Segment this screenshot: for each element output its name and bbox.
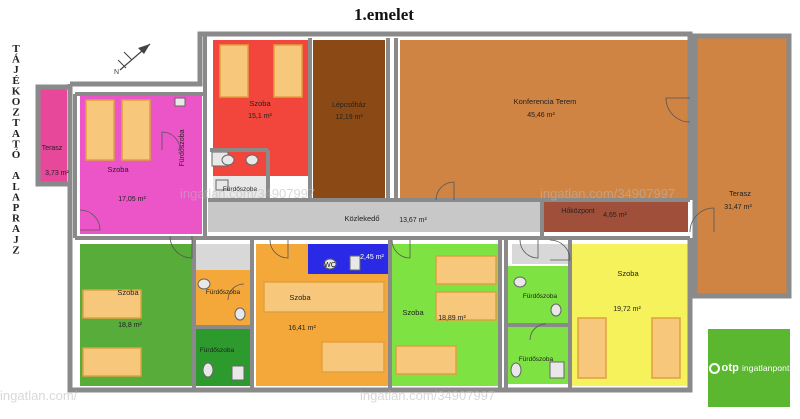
room-terasz-right: [697, 38, 787, 294]
watermark-bottom-left: ingatlan.com/: [0, 388, 78, 403]
label-szoba-lime-area: 18,89 m²: [438, 315, 466, 322]
side-label-letter: K: [12, 85, 21, 97]
label-kozlekedo-name: Közlekedő: [344, 214, 379, 223]
label-furdo-pink-name: Fürdőszoba: [179, 129, 186, 166]
plan-title: 1.emelet: [354, 5, 414, 24]
storage-area: [196, 244, 252, 270]
label-szoba-red-name: Szoba: [249, 99, 271, 108]
side-label-letter: Á: [12, 54, 20, 66]
label-szoba-orange-area: 16,41 m²: [288, 325, 316, 332]
side-label-letter: Ó: [12, 149, 21, 161]
side-label-letter: T: [12, 43, 20, 55]
side-label-letter: A: [12, 223, 20, 235]
label-furdo-red-name: Fürdőszoba: [223, 186, 258, 193]
room-konferencia: [400, 40, 688, 200]
label-szoba-orange-name: Szoba: [289, 293, 311, 302]
label-szoba-pink-area: 17,05 m²: [118, 196, 146, 203]
side-label-letter: Z: [12, 107, 19, 119]
side-label-letter: L: [12, 181, 19, 193]
label-terasz-left-area: 3,73 m²: [45, 170, 69, 177]
room-lepcsohaz: [313, 40, 385, 200]
bathroom-fixtures: [174, 97, 565, 381]
label-lepcsohaz-name: Lépcsőház: [332, 102, 366, 109]
label-terasz-right-name: Terasz: [729, 189, 751, 198]
label-szoba-green-area: 18,8 m²: [118, 322, 142, 329]
otp-logo-icon: [708, 362, 720, 374]
label-furdo-lime-name: Fürdőszoba: [523, 293, 558, 300]
logo-ingatlanpont: ingatlanpont: [741, 363, 790, 373]
side-label-letter: T: [12, 117, 20, 129]
side-label-letter: R: [12, 213, 21, 225]
label-furdo-orange-name: Fürdőszoba: [206, 289, 241, 296]
logo-otp: otp: [721, 362, 739, 374]
label-szoba-yellow-name: Szoba: [617, 269, 639, 278]
room-hokozpont: [544, 202, 688, 232]
label-hokozpont-name: Hőközpont: [561, 208, 595, 215]
svg-text:N: N: [114, 69, 119, 76]
label-terasz-left-name: Terasz: [42, 145, 63, 152]
side-label-letter: É: [12, 75, 19, 87]
furniture-beds: [82, 44, 681, 379]
compass-icon: N: [114, 43, 151, 76]
watermark-center-left: ingatlan.com/34907997: [180, 186, 315, 201]
label-furdo-lime2-name: Fürdőszoba: [519, 356, 554, 363]
label-szoba-green-name: Szoba: [117, 288, 139, 297]
side-label-letter: J: [13, 234, 19, 246]
side-label-letter: T: [12, 138, 20, 150]
watermarks: ingatlan.com/34907997 ingatlan.com/34907…: [0, 186, 675, 403]
side-label-letter: A: [12, 128, 20, 140]
label-wc-name: WC: [324, 262, 336, 269]
watermark-center-right: ingatlan.com/34907997: [540, 186, 675, 201]
side-label-letter: P: [13, 202, 20, 214]
label-furdo-green-name: Fürdőszoba: [200, 347, 235, 354]
label-konferencia-area: 45,46 m²: [527, 112, 555, 119]
label-szoba-yellow-area: 19,72 m²: [613, 306, 641, 313]
label-wc-area: 2,45 m²: [360, 254, 384, 261]
room-wc: [308, 244, 388, 274]
doors: [79, 97, 715, 341]
label-szoba-pink-name: Szoba: [107, 165, 129, 174]
side-label-letter: Z: [12, 244, 19, 256]
label-terasz-right-area: 31,47 m²: [724, 204, 752, 211]
side-label-letter: O: [12, 96, 21, 108]
room-terasz-left: [40, 89, 67, 182]
side-label-letter: J: [13, 64, 19, 76]
side-label-letter: A: [12, 191, 20, 203]
room-kozlekedo: [208, 202, 544, 232]
label-szoba-lime-name: Szoba: [402, 308, 424, 317]
label-konferencia-name: Konferencia Terem: [514, 97, 577, 106]
label-lepcsohaz-area: 12,19 m²: [335, 114, 363, 121]
label-szoba-red-area: 15,1 m²: [248, 113, 272, 120]
room-labels: Terasz 3,73 m² Szoba 17,05 m² Fürdőszoba…: [42, 97, 753, 363]
label-kozlekedo-area: 13,67 m²: [399, 217, 427, 224]
walls: [35, 31, 792, 393]
side-label-letter: A: [12, 170, 20, 182]
otp-ingatlanpont-logo: otp ingatlanpont: [708, 329, 790, 407]
label-hokozpont-area: 4,65 m²: [603, 212, 627, 219]
room-furdo-pink: [162, 96, 202, 234]
watermark-bottom-center: ingatlan.com/34907997: [360, 388, 495, 403]
storage-area-2: [512, 244, 568, 264]
